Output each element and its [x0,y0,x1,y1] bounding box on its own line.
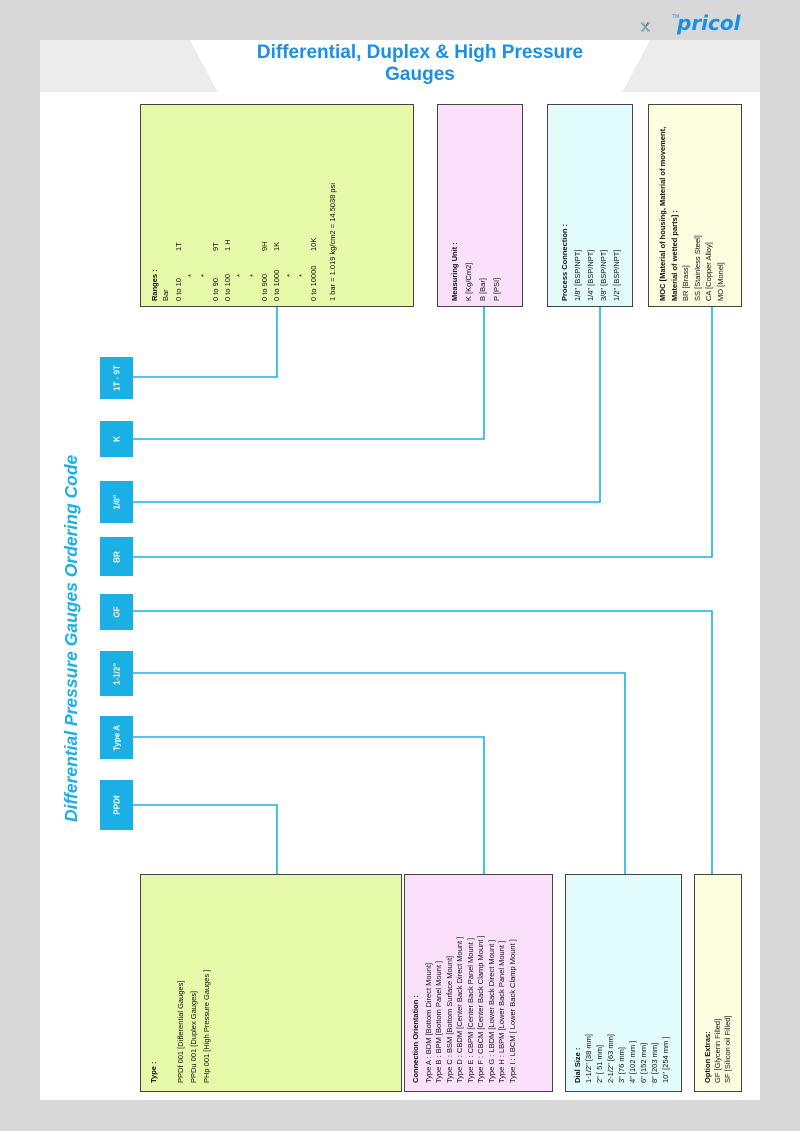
code-dial-size-label: 1-1/2" [112,662,121,685]
code-option-label: GF [112,606,121,618]
code-moc: BR [100,537,133,576]
connection-line: Type G : LBDM [Lower Back Direct Mount ] [486,939,496,1083]
dial-line: 2" [ 51 mm] [595,1044,604,1083]
dial-line: 3" [76 mm] [617,1046,626,1083]
moc-line: MO [Monel] [715,262,725,301]
title-line-1: Differential, Duplex & High Pressure [256,42,584,63]
range-row: 0 to 10001K [272,241,282,301]
options-line: SF [Silicon oil Filled] [723,1015,732,1083]
dial-line: 6" [152 mm] [639,1042,648,1083]
connection-line: Type C : BSM [Bottom Surface Mount] [444,955,454,1083]
range-row: 0 to 909T [210,242,220,301]
code-connection-label: Type A [112,724,121,751]
connection-line: Type B : BPM [Bottom Panel Mount ] [434,960,443,1083]
type-line: PHp 001 [High Pressure Gauges ] [202,969,211,1083]
dial-line: 4" [102 mm ] [628,1040,637,1083]
ordering-code-title: Differential Pressure Gauges Ordering Co… [61,454,81,822]
code-option: GF [100,594,133,630]
brand-name: pricol [677,11,741,35]
code-process: 1/8" [100,481,133,523]
range-row: * [198,274,208,277]
type-line: PPDu 001 [Duplex Gauges] [189,990,198,1083]
moc-line: BR [Brass] [681,265,690,301]
dial-line: 2-1/2" [63 mm] [606,1034,615,1083]
ranges-unit: Bar [161,289,170,301]
code-range-label: 1T - 9T [112,365,121,391]
moc-heading: MOC [Material of housing, Material of mo… [658,126,679,301]
measuring-heading: Measuring Unit : [450,242,459,301]
dial-line: 1-1/2" [38 mm] [584,1034,593,1083]
range-row: 0 to 101T [174,242,183,301]
process-line: 3/8" [BSP/NPT] [599,249,608,301]
connection-line: Type A : BDM [Bottom Direct Mount] [423,962,433,1083]
measuring-line: K [Kg/Cm2] [464,262,473,301]
ranges-note: 1 bar = 1.019 kg/cm2 = 14.5038 psi [327,183,337,301]
ranges-heading: Ranges : [150,269,159,301]
page-title: Differential, Duplex & High Pressure Gau… [190,40,650,92]
range-row: * [247,274,257,277]
code-type-label: PPDf [112,795,121,815]
code-unit: K [100,421,133,457]
connection-heading: Connection Orientation : [411,995,420,1083]
dial-heading: Dial Size : [573,1047,582,1083]
type-heading: Type : [149,1061,158,1083]
measuring-line: P [PSI] [492,277,501,301]
options-line: GF [Glycerin Filled] [713,1018,722,1083]
range-row: 0 to 9009H [260,241,270,301]
code-type: PPDf [100,780,133,830]
moc-box: MOC [Material of housing, Material of mo… [648,104,742,307]
measuring-unit-box: Measuring Unit : K [Kg/Cm2] B [Bar] P [P… [437,104,523,307]
options-heading: Option Extras: [703,1031,712,1083]
process-line: 1/2" [BSP/NPT] [612,249,621,301]
dial-line: 8" [203 mm] [650,1042,659,1083]
title-line-2: Gauges [385,64,455,85]
code-unit-label: K [112,436,121,442]
code-dial-size: 1-1/2" [100,651,133,696]
range-row: * [186,274,196,277]
moc-line: SS [Stainless Steel] [692,235,702,301]
logo-trademark: TM [672,14,680,20]
process-heading: Process Connection : [560,223,569,301]
code-connection: Type A [100,716,133,759]
range-row: * [296,274,306,277]
measuring-line: B [Bar] [478,278,487,301]
pricol-logo-icon [640,21,650,33]
dial-line: 10" [254 mm ] [661,1036,670,1083]
connection-box: Connection Orientation : Type A : BDM [B… [404,874,553,1092]
connection-line: Type H : LBPM [Lower Back Panel Mount ] [497,940,506,1083]
range-row: 0 to 1001 H [223,239,233,301]
range-row: * [235,274,245,277]
connection-line: Type F : CBCM [Center Back Clamp Mount ] [476,935,485,1083]
connection-line: Type E : CBPM [Center Back Panel Mount ] [465,937,475,1083]
process-line: 1/8" [BSP/NPT] [573,249,582,301]
range-row: * [284,274,294,277]
dial-size-box: Dial Size : 1-1/2" [38 mm] 2" [ 51 mm] 2… [565,874,682,1092]
type-box: Type : PPDf 001 [Differential Gauges] PP… [140,874,402,1092]
type-line: PPDf 001 [Differential Gauges] [176,980,185,1083]
connection-line: Type D : CBDM [Center Back Direct Mount … [455,936,464,1083]
code-process-label: 1/8" [112,494,121,510]
code-range: 1T - 9T [100,357,133,399]
code-moc-label: BR [112,550,121,563]
process-connection-box: Process Connection : 1/8" [BSP/NPT] 1/4"… [547,104,633,307]
connection-line: Type I : LBCM [ Lower Back Clamp Mount ] [507,939,517,1083]
ranges-box: Ranges : Bar 0 to 101T * * 0 to 909T 0 t… [140,104,414,307]
process-line: 1/4" [BSP/NPT] [586,249,595,301]
moc-line: CA [Copper Alloy] [704,242,713,301]
range-row: 0 to 1000010K [309,237,319,301]
options-box: Option Extras: GF [Glycerin Filled] SF [… [694,874,742,1092]
